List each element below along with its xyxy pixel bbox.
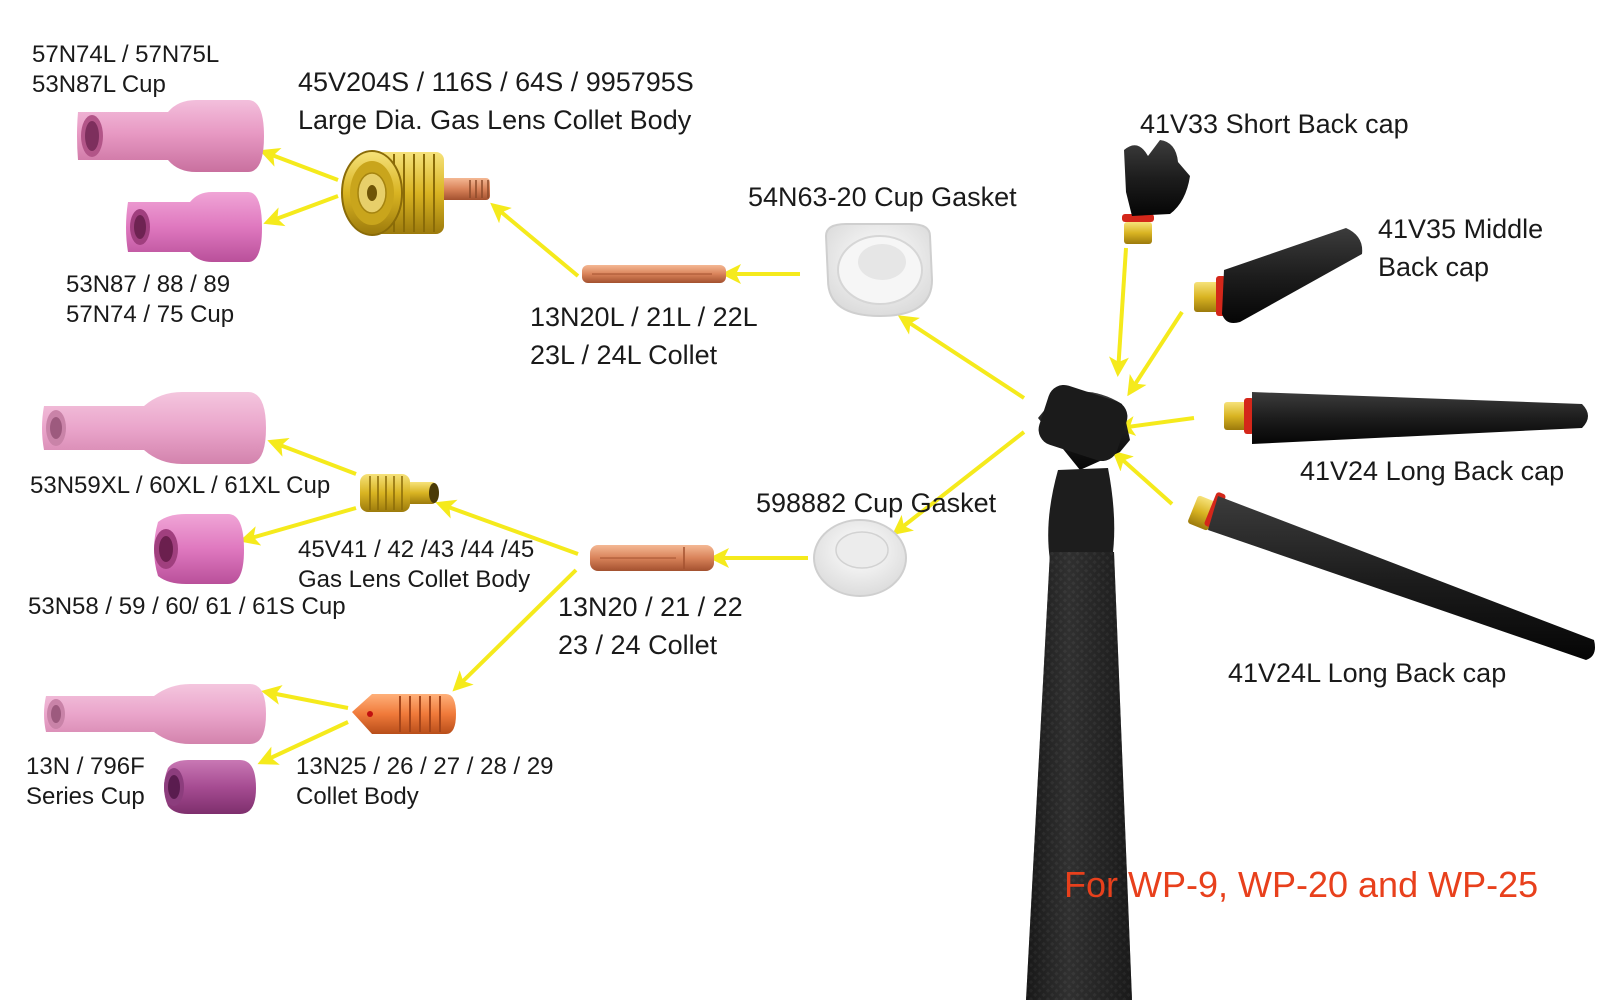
- cup-13n-long: [44, 684, 266, 744]
- back-cap-long: [1224, 392, 1588, 444]
- label-gasket-598882: 598882 Cup Gasket: [756, 488, 997, 518]
- label-line: 57N74 / 75 Cup: [66, 301, 235, 328]
- cup-53n58: [154, 514, 244, 584]
- label-collet-13n20: 13N20 / 21 / 22 23 / 24 Collet: [558, 588, 743, 664]
- label-line: 41V35 Middle: [1378, 214, 1544, 244]
- label-line: Back cap: [1378, 252, 1490, 282]
- label-line: 13N20 / 21 / 22: [558, 592, 743, 622]
- label-back-cap-short: 41V33 Short Back cap: [1140, 109, 1409, 139]
- label-line: 45V41 / 42 /43 /44 /45: [298, 536, 535, 563]
- label-line: 13N25 / 26 / 27 / 28 / 29: [296, 753, 554, 780]
- label-line: 23L / 24L Collet: [530, 340, 718, 370]
- label-cup-53n58: 53N58 / 59 / 60/ 61 / 61S Cup: [28, 593, 346, 620]
- back-cap-short: [1122, 140, 1190, 244]
- label-cup-53n59xl: 53N59XL / 60XL / 61XL Cup: [30, 472, 331, 499]
- large-gas-lens-collet-body: [341, 150, 490, 236]
- label-line: 13N / 796F: [26, 753, 145, 780]
- cup-53n87: [126, 192, 262, 262]
- label-cup-57n74l: 57N74L / 57N75L 53N87L Cup: [32, 40, 219, 100]
- label-line: Gas Lens Collet Body: [298, 566, 531, 593]
- compatibility-footnote: For WP-9, WP-20 and WP-25: [1064, 864, 1539, 905]
- label-line: 57N74L / 57N75L: [32, 41, 220, 68]
- label-line: Large Dia. Gas Lens Collet Body: [298, 105, 692, 135]
- gasket-54n63: [824, 223, 934, 318]
- collet-13n20: [590, 545, 714, 571]
- torch-body: [1026, 385, 1132, 1000]
- label-gasket-54n63: 54N63-20 Cup Gasket: [748, 182, 1017, 212]
- label-line: Collet Body: [296, 783, 419, 810]
- label-line: Series Cup: [26, 783, 145, 810]
- back-cap-middle: [1194, 228, 1363, 323]
- cup-53n59xl: [42, 392, 266, 464]
- cup-13n-short: [164, 760, 256, 814]
- label-back-cap-middle: 41V35 Middle Back cap: [1378, 210, 1543, 286]
- label-back-cap-long-l: 41V24L Long Back cap: [1228, 658, 1507, 688]
- label-line: 53N87L Cup: [32, 71, 166, 98]
- cup-57n74l: [77, 100, 264, 172]
- label-line: 13N20L / 21L / 22L: [530, 302, 758, 332]
- label-cup-13n: 13N / 796F Series Cup: [26, 752, 145, 812]
- collet-13n20l: [582, 265, 726, 283]
- connection-arrows: [239, 147, 1195, 765]
- label-gas-lens-body: 45V41 / 42 /43 /44 /45 Gas Lens Collet B…: [298, 535, 534, 595]
- label-line: 45V204S / 116S / 64S / 995795S: [298, 67, 694, 97]
- label-back-cap-long: 41V24 Long Back cap: [1300, 456, 1565, 486]
- label-collet-13n20l: 13N20L / 21L / 22L 23L / 24L Collet: [530, 298, 758, 374]
- back-cap-long-l: [1188, 492, 1595, 660]
- label-collet-body-13n25: 13N25 / 26 / 27 / 28 / 29 Collet Body: [296, 752, 554, 812]
- label-large-gas-lens-body: 45V204S / 116S / 64S / 995795S Large Dia…: [298, 63, 694, 139]
- collet-body-13n25: [352, 694, 456, 734]
- label-cup-53n87: 53N87 / 88 / 89 57N74 / 75 Cup: [66, 270, 234, 330]
- label-line: 53N87 / 88 / 89: [66, 271, 231, 298]
- label-line: 23 / 24 Collet: [558, 630, 718, 660]
- gasket-598882: [813, 519, 907, 597]
- gas-lens-collet-body: [360, 474, 439, 512]
